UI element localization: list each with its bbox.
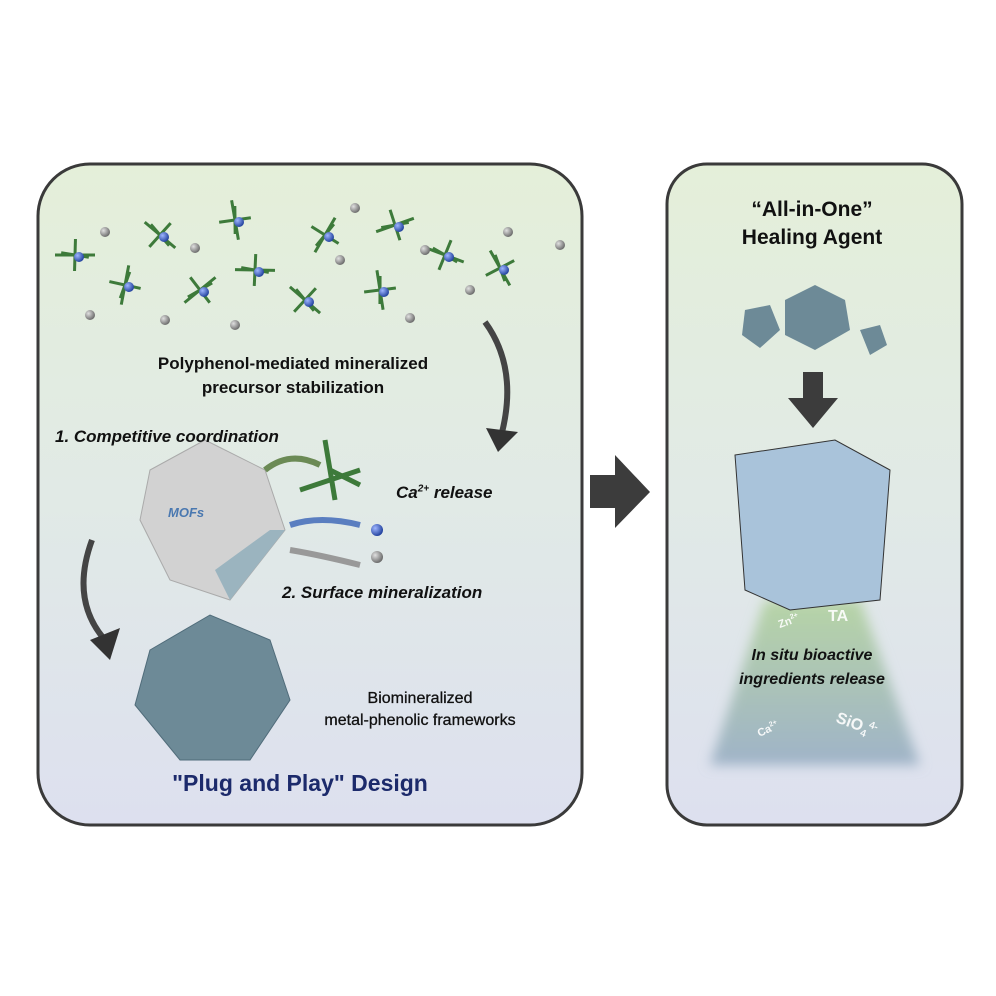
mineral-arrow-gray bbox=[289, 547, 361, 568]
surface-mineralization-label: 2. Surface mineralization bbox=[282, 583, 483, 602]
mineral-ion bbox=[465, 285, 475, 295]
mineral-ion bbox=[350, 203, 360, 213]
calcium-ion bbox=[304, 297, 314, 307]
healing-agent-title: “All-in-One”Healing Agent bbox=[741, 198, 883, 249]
mineral-ion bbox=[503, 227, 513, 237]
coordination-arrow bbox=[263, 455, 322, 473]
calcium-ion bbox=[199, 287, 209, 297]
mineral-ion bbox=[420, 245, 430, 255]
arrowhead bbox=[90, 628, 120, 660]
calcium-ion bbox=[234, 217, 244, 227]
mineral-ion bbox=[371, 551, 383, 563]
biomineralized-crystal bbox=[134, 614, 291, 761]
big-right-arrow bbox=[590, 455, 650, 528]
calcium-ion bbox=[379, 287, 389, 297]
mineral-arrow-blue bbox=[289, 517, 361, 528]
mineral-ion bbox=[555, 240, 565, 250]
cone-glow bbox=[710, 600, 920, 765]
mineral-ion bbox=[160, 315, 170, 325]
mineral-ion bbox=[335, 255, 345, 265]
hydrogel-cube bbox=[734, 439, 891, 611]
mineral-ion bbox=[190, 243, 200, 253]
mineral-ion bbox=[405, 313, 415, 323]
polyphenol-molecule bbox=[299, 439, 362, 501]
calcium-ion bbox=[254, 267, 264, 277]
polyphenol-and-ion-field bbox=[55, 200, 565, 330]
mineral-ion bbox=[85, 310, 95, 320]
calcium-ion bbox=[371, 524, 383, 536]
arrowhead bbox=[486, 428, 518, 452]
calcium-ion bbox=[499, 265, 509, 275]
small-crystal bbox=[742, 305, 780, 348]
mineralized-facet bbox=[215, 530, 285, 600]
curved-arrow-down-right bbox=[482, 320, 511, 441]
competitive-coordination-label: 1. Competitive coordination bbox=[55, 427, 279, 446]
calcium-ion bbox=[394, 222, 404, 232]
mineral-ion bbox=[230, 320, 240, 330]
ca-release-label: Ca2+ release bbox=[396, 483, 493, 502]
mineral-ion bbox=[100, 227, 110, 237]
down-arrow bbox=[788, 372, 838, 428]
ta-label: TA bbox=[828, 608, 849, 625]
calcium-ion bbox=[444, 252, 454, 262]
calcium-ion bbox=[324, 232, 334, 242]
calcium-ion bbox=[124, 282, 134, 292]
small-crystal bbox=[785, 285, 850, 350]
design-title: "Plug and Play" Design bbox=[172, 770, 428, 796]
mofs-label: MOFs bbox=[168, 505, 205, 520]
small-crystal bbox=[860, 325, 887, 355]
long-curved-arrow bbox=[80, 538, 108, 642]
calcium-ion bbox=[159, 232, 169, 242]
calcium-ion bbox=[74, 252, 84, 262]
